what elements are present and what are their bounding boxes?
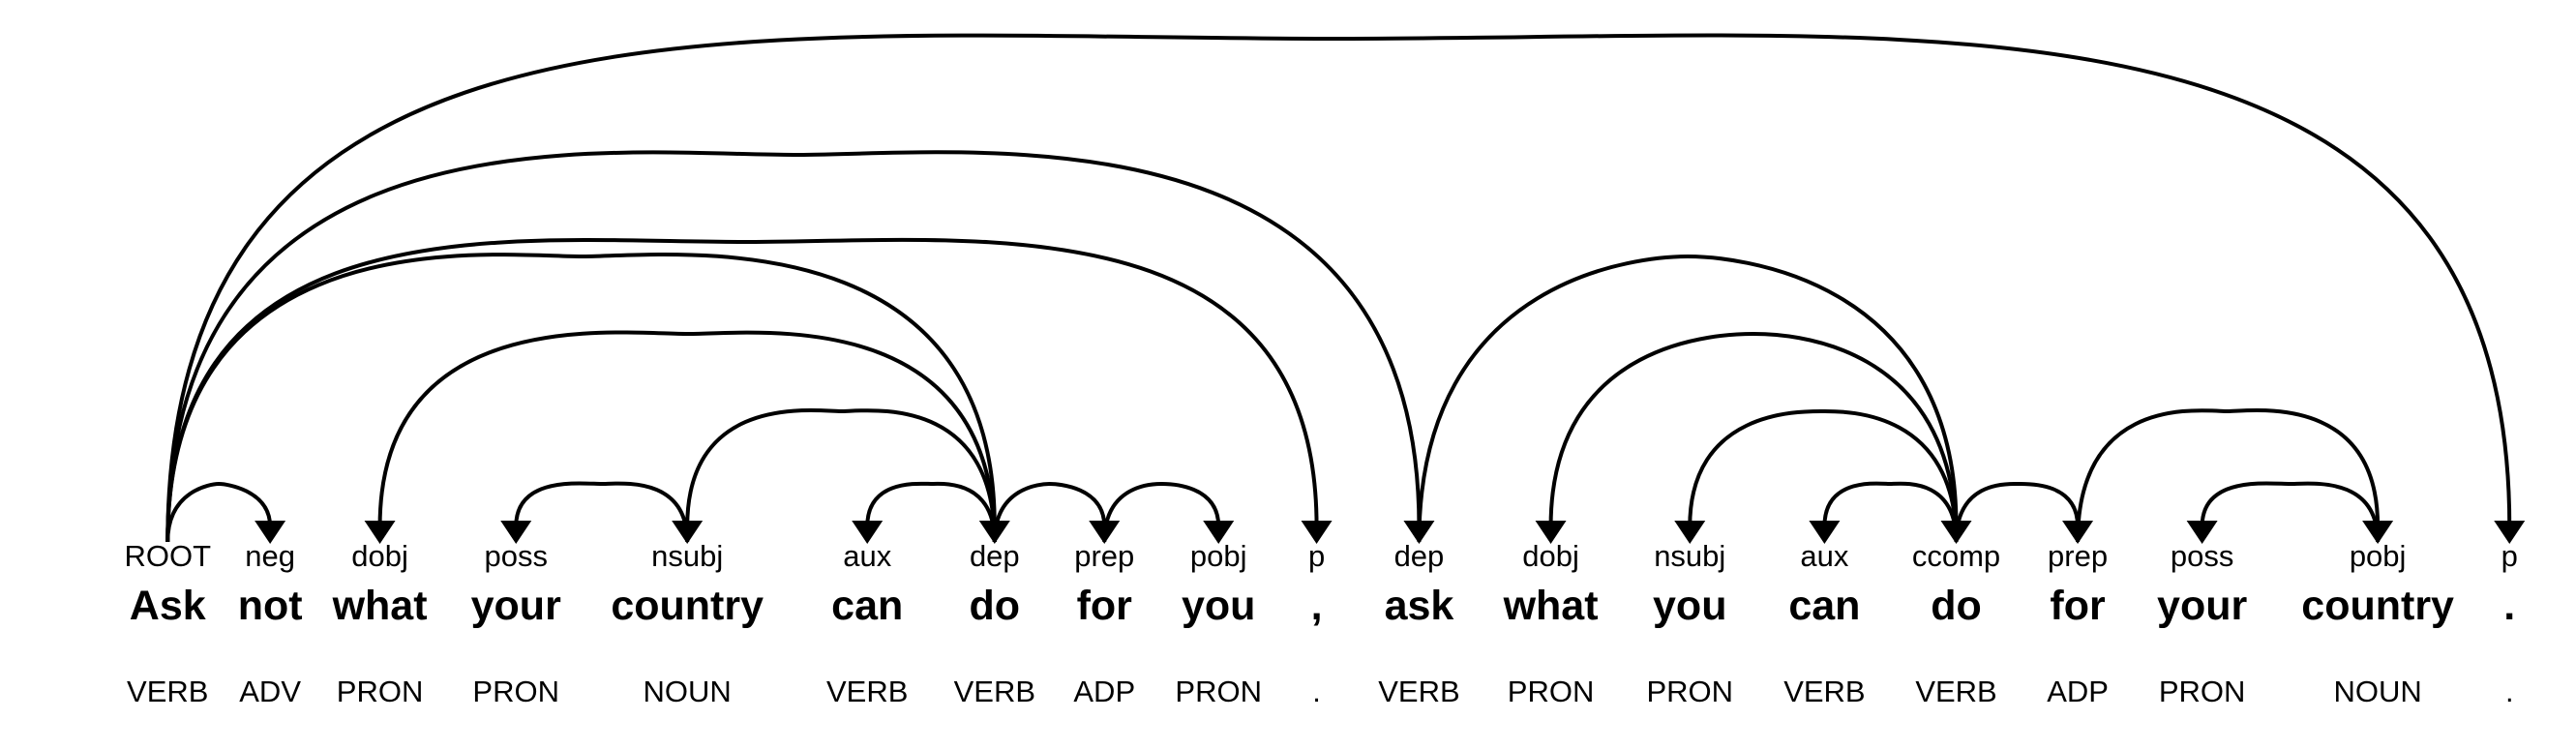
dep-label-15: prep	[2048, 539, 2108, 573]
word-token-8[interactable]: you	[1182, 583, 1255, 629]
arrow-head-aux	[852, 521, 884, 544]
dependency-arc-p	[165, 33, 2512, 543]
dependency-arc-aux	[865, 481, 997, 543]
pos-tag-4: NOUN	[644, 675, 732, 708]
dependency-arc-poss	[514, 481, 690, 543]
arrow-head-aux	[1809, 521, 1841, 544]
dependency-arc-neg	[165, 481, 273, 543]
word-token-9[interactable]: ,	[1311, 583, 1323, 629]
dep-label-0: ROOT	[124, 539, 211, 573]
dep-label-1: neg	[245, 539, 295, 573]
pos-tag-8: PRON	[1175, 675, 1262, 708]
pos-tag-17: NOUN	[2333, 675, 2421, 708]
dependency-arc-poss	[2200, 481, 2381, 543]
pos-tag-13: VERB	[1783, 675, 1865, 708]
arrow-head-poss	[2186, 521, 2218, 544]
dep-label-16: poss	[2171, 539, 2233, 573]
dep-label-6: dep	[970, 539, 1020, 573]
word-token-11[interactable]: what	[1503, 583, 1599, 629]
dependency-arc-nsubj	[685, 407, 997, 543]
dependency-arc-dobj	[377, 330, 997, 543]
arc-layer	[165, 33, 2526, 544]
arrow-head-dobj	[364, 521, 396, 544]
dependency-arc-prep	[1954, 481, 2081, 543]
arrow-head-pobj	[1203, 521, 1235, 544]
pos-tag-14: VERB	[1915, 675, 1996, 708]
word-token-13[interactable]: can	[1788, 583, 1860, 629]
dep-label-14: ccomp	[1912, 539, 2000, 573]
pos-tag-16: PRON	[2159, 675, 2246, 708]
pos-tag-1: ADV	[239, 675, 301, 708]
pos-tag-11: PRON	[1508, 675, 1595, 708]
dep-label-9: p	[1308, 539, 1325, 573]
word-token-6[interactable]: do	[970, 583, 1021, 629]
pos-tag-18: .	[2505, 675, 2514, 708]
dep-label-11: dobj	[1522, 539, 1579, 573]
dependency-arc-dep	[165, 252, 997, 543]
arrow-head-nsubj	[672, 521, 704, 544]
dependency-arc-p	[165, 237, 1319, 543]
arrow-head-neg	[255, 521, 286, 544]
dep-label-layer: ROOT neg dobj poss nsubj aux dep prep pobj p dep do…	[124, 539, 2517, 573]
pos-tag-5: VERB	[826, 675, 908, 708]
word-token-2[interactable]: what	[332, 583, 428, 629]
dep-label-2: dobj	[351, 539, 408, 573]
dep-label-5: aux	[843, 539, 891, 573]
word-token-14[interactable]: do	[1931, 583, 1982, 629]
pos-tag-12: PRON	[1646, 675, 1733, 708]
dep-label-4: nsubj	[651, 539, 723, 573]
word-token-0[interactable]: Ask	[130, 583, 206, 629]
word-token-12[interactable]: you	[1653, 583, 1726, 629]
pos-tag-9: .	[1312, 675, 1321, 708]
dependency-arc-pobj	[1102, 481, 1221, 543]
dependency-arc-dobj	[1548, 331, 1959, 543]
dep-label-13: aux	[1800, 539, 1848, 573]
dep-label-8: pobj	[1190, 539, 1247, 573]
dependency-arc-aux	[1822, 481, 1959, 543]
dependency-arc-prep	[992, 481, 1107, 543]
dep-label-17: pobj	[2350, 539, 2407, 573]
pos-tag-layer: VERB ADV PRON PRON NOUN VERB VERB ADP PRON. VERB P…	[127, 675, 2514, 708]
arrow-head-p	[1301, 521, 1333, 544]
pos-tag-6: VERB	[954, 675, 1035, 708]
pos-tag-2: PRON	[337, 675, 424, 708]
arrow-head-poss	[500, 521, 532, 544]
word-token-15[interactable]: for	[2050, 583, 2106, 629]
pos-tag-15: ADP	[2047, 675, 2109, 708]
arrow-head-pobj	[2362, 521, 2394, 544]
dep-label-3: poss	[484, 539, 547, 573]
dependency-arc-dep	[165, 150, 1422, 543]
word-token-10[interactable]: ask	[1385, 583, 1454, 629]
word-token-18[interactable]: .	[2503, 583, 2515, 629]
word-token-3[interactable]: your	[471, 583, 561, 629]
word-token-16[interactable]: your	[2157, 583, 2247, 629]
word-token-4[interactable]: country	[611, 583, 764, 629]
dependency-arc-ccomp	[1417, 254, 1959, 543]
dep-label-12: nsubj	[1654, 539, 1725, 573]
dep-label-7: prep	[1074, 539, 1134, 573]
dep-label-18: p	[2501, 539, 2518, 573]
pos-tag-0: VERB	[127, 675, 208, 708]
word-token-17[interactable]: country	[2301, 583, 2454, 629]
arrow-head-p	[2494, 521, 2526, 544]
word-token-7[interactable]: for	[1077, 583, 1133, 629]
dependency-arc-pobj	[2076, 407, 2381, 543]
pos-tag-10: VERB	[1378, 675, 1459, 708]
dep-label-10: dep	[1394, 539, 1445, 573]
pos-tag-7: ADP	[1073, 675, 1135, 708]
arrow-head-dobj	[1535, 521, 1567, 544]
word-token-5[interactable]: can	[831, 583, 903, 629]
word-token-1[interactable]: not	[238, 583, 303, 629]
pos-tag-3: PRON	[472, 675, 559, 708]
arrow-head-nsubj	[1674, 521, 1706, 544]
dependency-arc-nsubj	[1688, 408, 1959, 543]
